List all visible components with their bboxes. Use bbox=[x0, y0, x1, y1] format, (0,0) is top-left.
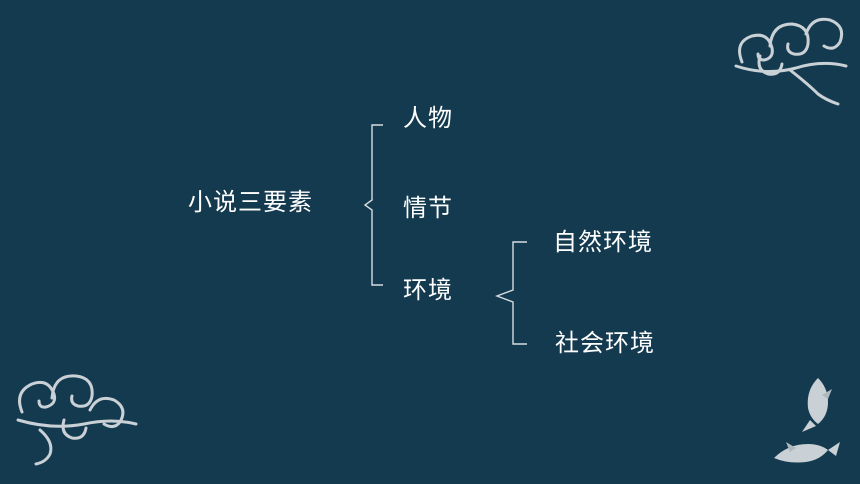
element-character-label: 人物 bbox=[403, 104, 453, 132]
natural-environment-label: 自然环境 bbox=[553, 228, 653, 256]
element-plot-label: 情节 bbox=[403, 194, 453, 222]
koi-fish-icon bbox=[774, 442, 840, 463]
koi-fish-icon bbox=[802, 378, 832, 432]
main-brace bbox=[363, 124, 383, 286]
cloud-icon bbox=[734, 17, 848, 106]
sub-brace bbox=[495, 241, 527, 345]
root-node-label: 小说三要素 bbox=[188, 188, 313, 216]
cloud-icon bbox=[16, 374, 138, 466]
element-environment-label: 环境 bbox=[403, 276, 453, 304]
social-environment-label: 社会环境 bbox=[555, 329, 655, 357]
